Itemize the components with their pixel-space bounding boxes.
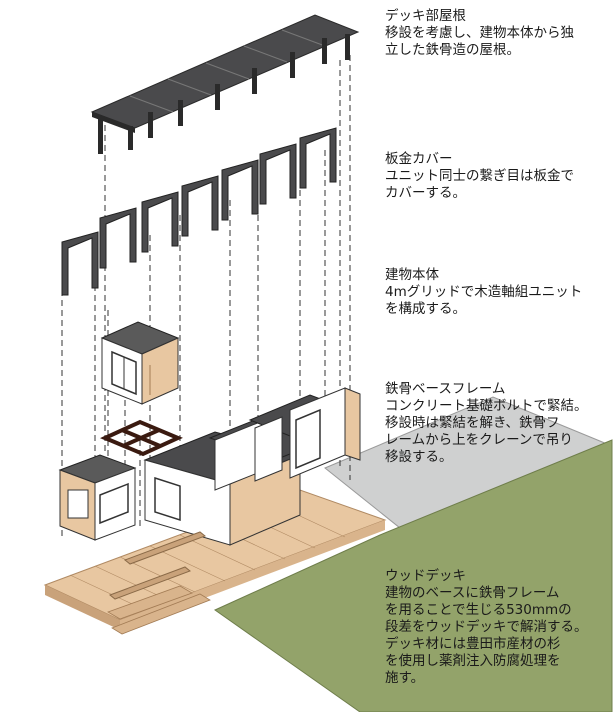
annotation-wood-deck-text: 建物のベースに鉄骨フレーム を用ることで生じる530mmの 段差をウッドデッキで… [385,585,588,686]
building-unit-exploded [100,321,180,405]
annotation-wood-deck-title: ウッドデッキ [385,568,466,584]
annotation-wood-deck: ウッドデッキ 建物のベースに鉄骨フレーム を用ることで生じる530mmの 段差を… [385,568,613,687]
annotation-sheet-metal-cover: 板金カバー ユニット同士の繋ぎ目は板金で カバーする。 [385,151,613,202]
annotation-roof-title: デッキ部屋根 [385,8,466,24]
sheet-metal-covers [61,127,337,296]
annotation-steel-base-frame-title: 鉄骨ベースフレーム [385,381,506,397]
annotation-steel-base-frame-text: コンクリート基礎ボルトで緊結。 移設時は緊結を解き、鉄骨フ レームから上をクレー… [385,398,588,465]
building-units-on-site [58,387,361,546]
annotation-building-body: 建物本体 4mグリッドで木造軸組ユニット を構成する。 [385,267,613,318]
annotation-roof: デッキ部屋根 移設を考慮し、建物本体から独 立した鉄骨造の屋根。 [385,8,613,59]
deck-seating [108,531,207,600]
annotation-sheet-metal-cover-title: 板金カバー [385,151,453,167]
annotation-building-body-title: 建物本体 [385,267,439,283]
annotation-building-body-text: 4mグリッドで木造軸組ユニット を構成する。 [385,284,583,317]
deck-roof [90,14,360,154]
annotation-steel-base-frame: 鉄骨ベースフレーム コンクリート基礎ボルトで緊結。 移設時は緊結を解き、鉄骨フ … [385,381,613,466]
steel-base-frame [100,419,183,457]
annotation-sheet-metal-cover-text: ユニット同士の繋ぎ目は板金で カバーする。 [385,168,574,201]
annotation-roof-text: 移設を考慮し、建物本体から独 立した鉄骨造の屋根。 [385,25,574,58]
lawn [213,439,613,712]
